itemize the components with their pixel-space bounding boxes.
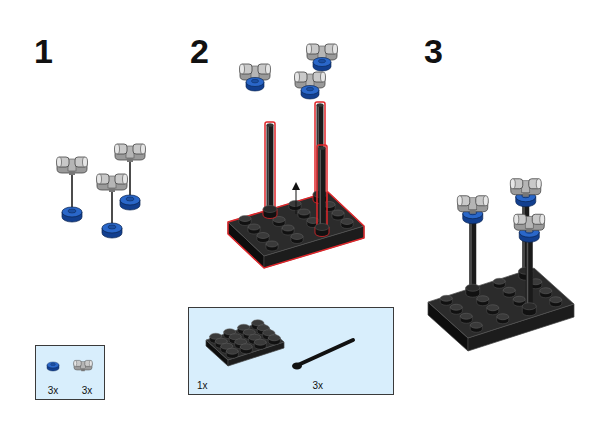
lamp-head	[74, 360, 93, 371]
parts-list-box: 3x 3x	[35, 345, 105, 400]
blue-round-plate	[62, 207, 82, 222]
part-quantity: 3x	[82, 385, 93, 396]
lamp-head	[115, 144, 146, 162]
blue-round-plate	[301, 86, 319, 100]
step-3-assembly	[428, 179, 574, 351]
part-quantity: 3x	[312, 380, 323, 391]
black-plate-4x4	[206, 320, 284, 366]
part-quantity: 3x	[48, 385, 59, 396]
part-post-icon	[298, 340, 353, 365]
lamp-head	[57, 157, 88, 175]
lamp-head	[510, 179, 541, 197]
lamp-head	[97, 174, 128, 192]
lamp-head	[240, 64, 271, 82]
step-number: 1	[34, 34, 53, 68]
step-1-assembly	[57, 144, 146, 238]
blue-round-plate	[47, 362, 59, 371]
lamp-head	[457, 196, 488, 214]
step-number: 2	[190, 34, 209, 68]
blue-round-plate	[313, 58, 331, 72]
parts-box-fill	[35, 345, 105, 400]
connection-pin	[71, 173, 73, 210]
lamp-head	[295, 72, 326, 90]
lamp-post	[315, 145, 329, 237]
part-quantity: 1x	[197, 380, 208, 391]
lamp-post	[263, 122, 277, 219]
lamp-post	[522, 235, 536, 316]
connection-pin	[129, 160, 131, 198]
parts-list-box: 1x 3x	[188, 307, 394, 395]
lamp-head	[307, 44, 338, 62]
blue-round-plate	[120, 195, 140, 210]
arrow-head	[292, 182, 300, 190]
blue-round-plate	[246, 78, 264, 92]
connection-pin	[111, 190, 113, 226]
black-plate-4x4	[428, 268, 574, 351]
lamp-post	[466, 216, 480, 297]
parts-box-fill	[188, 307, 394, 395]
direction-arrow	[296, 188, 297, 214]
part-post-base	[292, 363, 302, 370]
step-2-assembly	[228, 44, 364, 268]
lamp-head	[514, 214, 545, 232]
step-number: 3	[424, 34, 443, 68]
blue-round-plate	[102, 223, 122, 238]
